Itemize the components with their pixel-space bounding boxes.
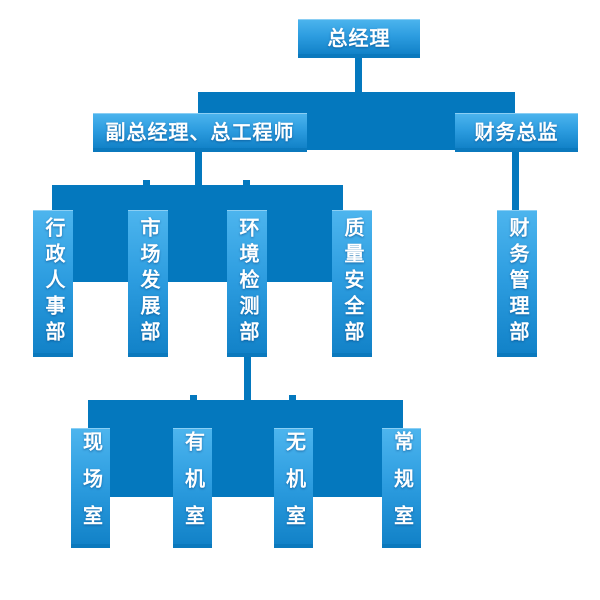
node-label: 总经理 [327, 28, 391, 50]
connector-nub-market-dev [143, 180, 150, 188]
node-field-room: 现场室 [71, 428, 110, 548]
node-label: 财务总监 [474, 122, 559, 144]
node-general-manager: 总经理 [298, 19, 420, 58]
connector-env-testing-to-level4 [244, 357, 251, 402]
node-deputy-gm-chief-engineer: 副总经理、总工程师 [93, 113, 307, 152]
node-market-dev-dept: 市场发展部 [128, 210, 168, 357]
node-organic-room: 有机室 [173, 428, 212, 548]
level3-connector-bar [52, 185, 343, 282]
connector-nub-env-testing [243, 180, 250, 188]
node-label: 行政人事部 [42, 216, 64, 347]
node-admin-hr-dept: 行政人事部 [33, 210, 73, 357]
node-label: 常规室 [390, 430, 413, 542]
node-label: 质量安全部 [341, 216, 363, 347]
node-inorganic-room: 无机室 [274, 428, 313, 548]
node-finance-director: 财务总监 [455, 113, 578, 152]
node-label: 有机室 [181, 430, 204, 542]
node-label: 财务管理部 [506, 216, 528, 347]
node-label: 现场室 [79, 430, 102, 542]
node-routine-room: 常规室 [382, 428, 421, 548]
node-label: 无机室 [282, 430, 305, 542]
connector-nub-inorganic-room [289, 395, 296, 403]
node-label: 环境检测部 [236, 216, 258, 347]
connector-deputy-to-level3 [195, 150, 202, 187]
node-quality-safety-dept: 质量安全部 [332, 210, 372, 357]
connector-finance-director-to-finance-mgmt [512, 150, 519, 212]
node-label: 副总经理、总工程师 [105, 122, 295, 144]
connector-nub-organic-room [190, 395, 197, 403]
level4-connector-bar [88, 400, 403, 497]
node-label: 市场发展部 [137, 216, 159, 347]
node-env-testing-dept: 环境检测部 [227, 210, 267, 357]
connector-root-to-level2 [355, 58, 362, 94]
node-finance-mgmt-dept: 财务管理部 [497, 210, 537, 357]
